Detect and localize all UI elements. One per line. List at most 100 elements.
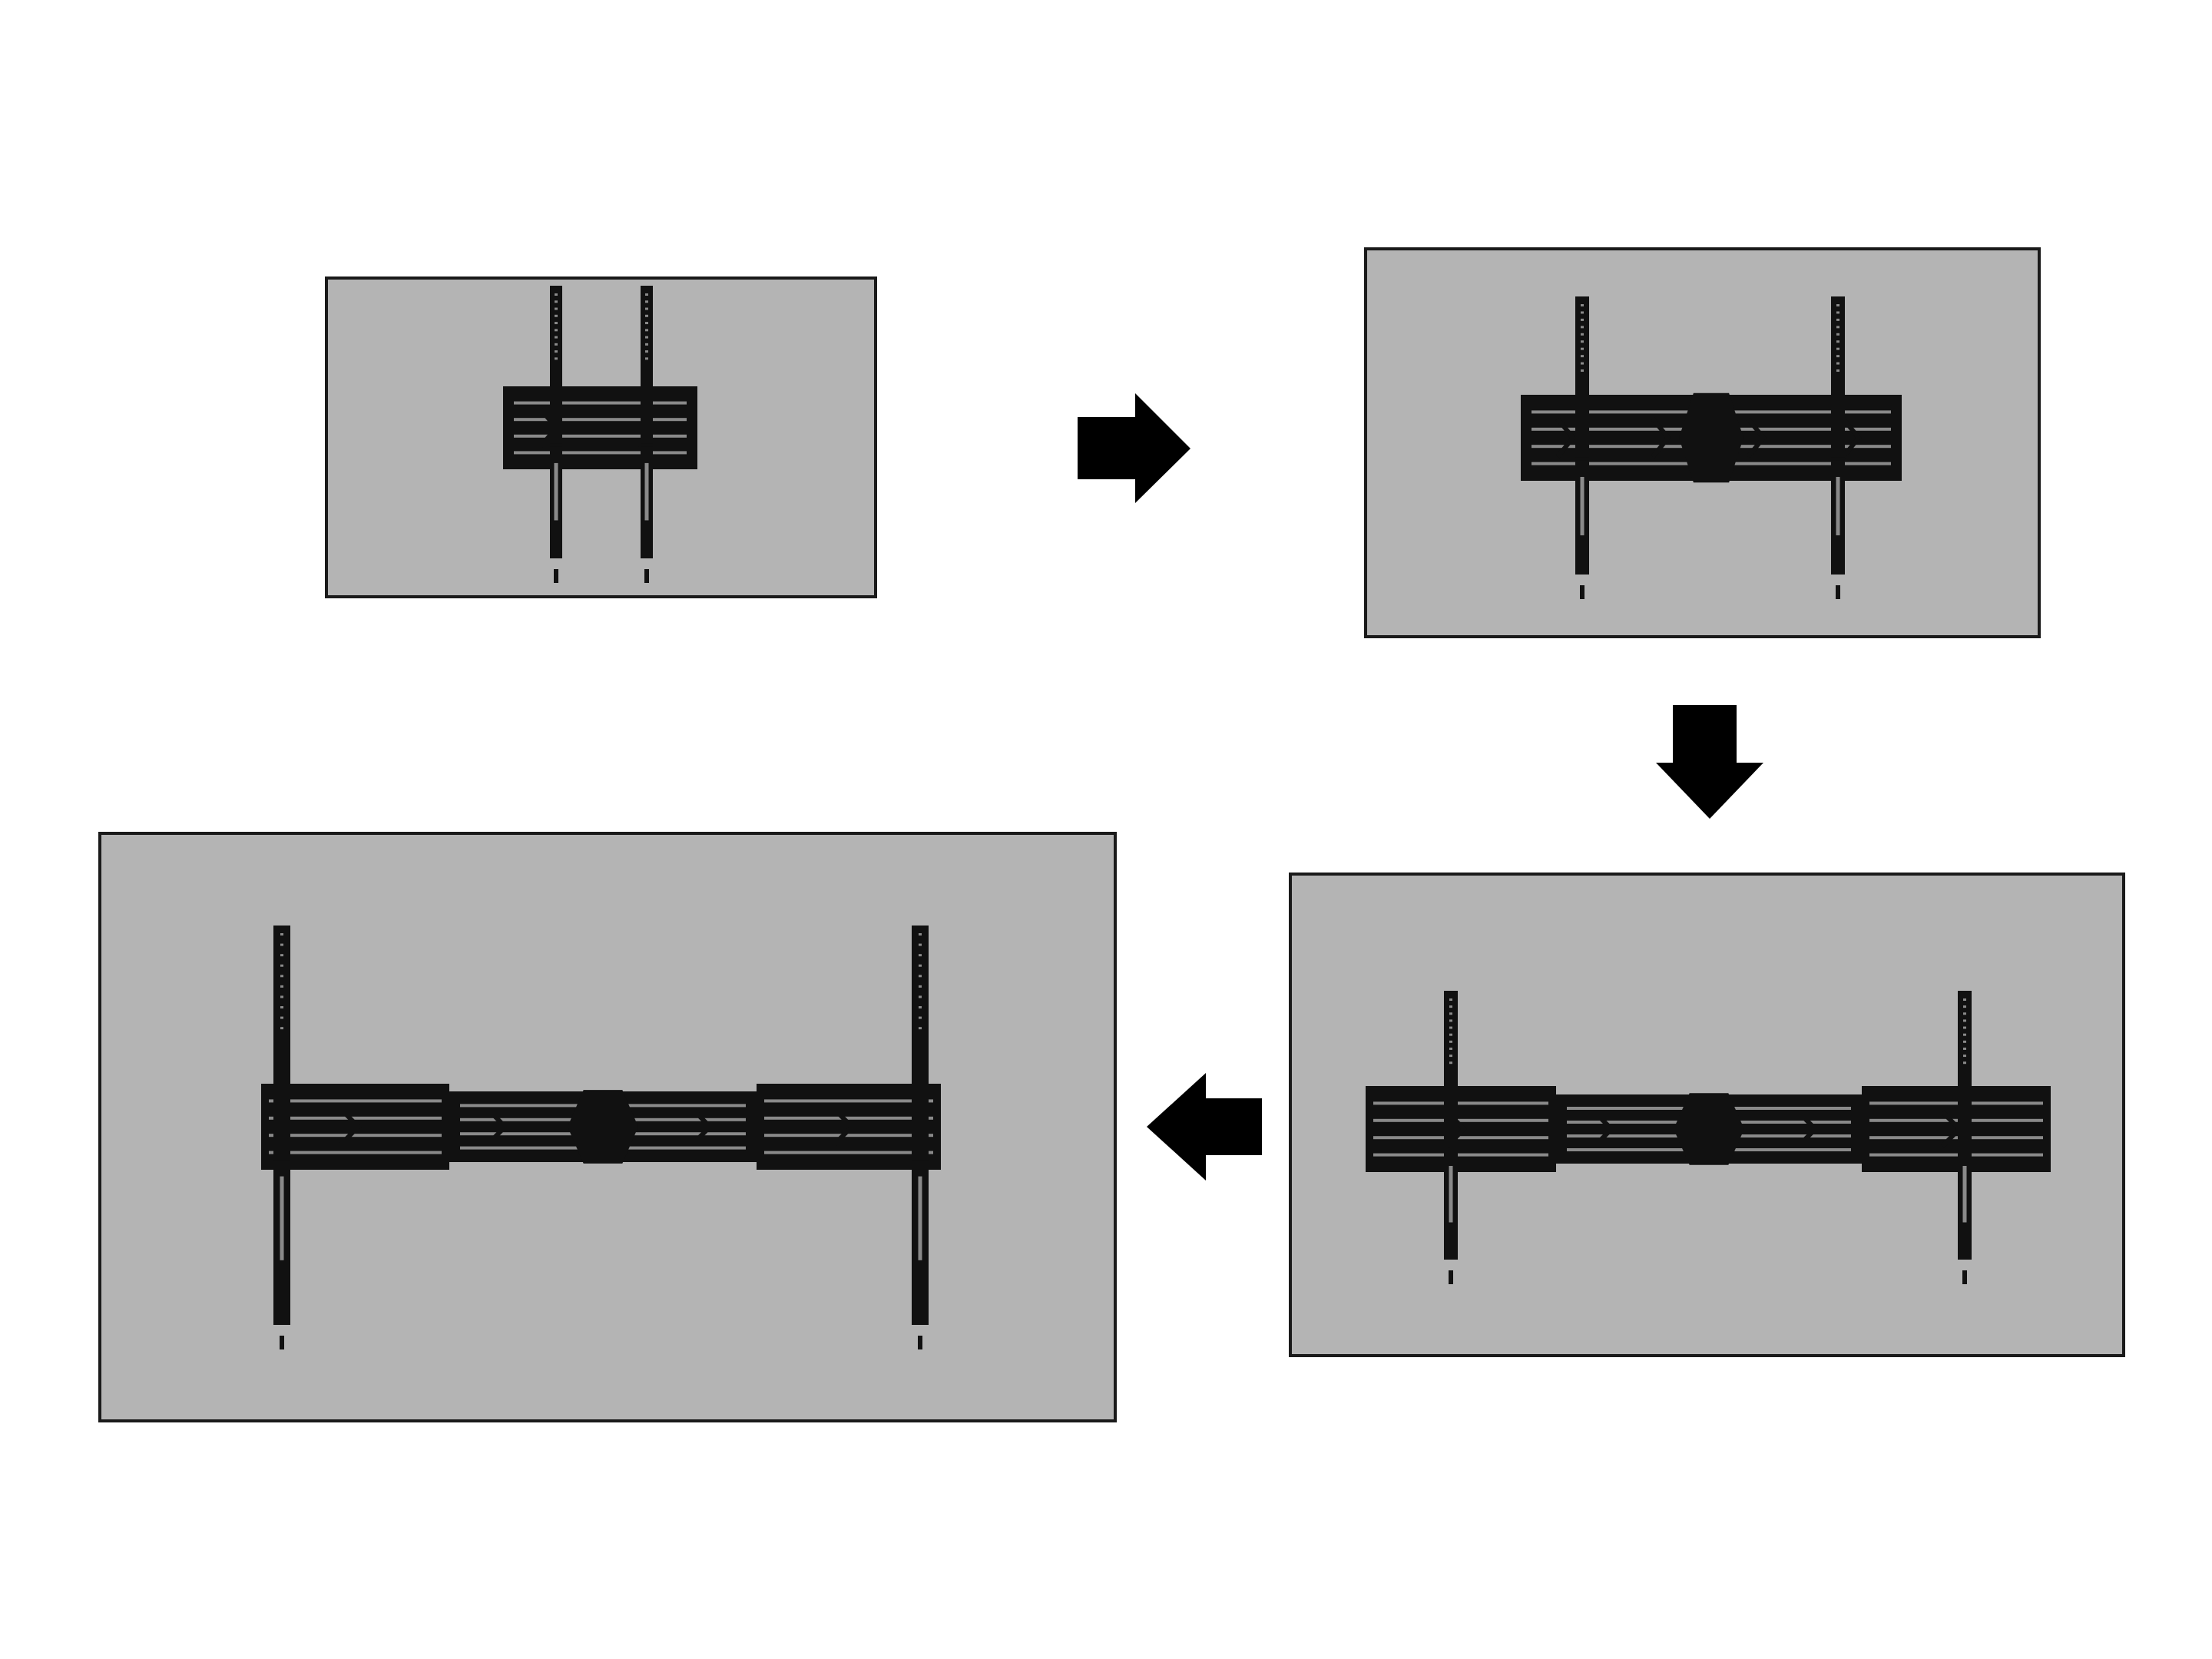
- step-3-right-arm-hole: [1963, 1047, 1966, 1050]
- step-4-plate: [449, 1090, 757, 1164]
- step-4-left-extension-rail: [269, 1134, 442, 1137]
- step-3-right-arm-hole: [1963, 1019, 1966, 1022]
- step-2-right-arm-hole: [1836, 333, 1839, 336]
- step-1-left-arm: [550, 286, 562, 583]
- step-4-left-arm-hole: [280, 1006, 283, 1009]
- step-4-right-arm-hole: [919, 964, 922, 967]
- step-4-left-arm-hole: [280, 933, 283, 935]
- step-4-left-arm: [273, 926, 290, 1349]
- step-2-left-arm-hole: [1581, 326, 1584, 329]
- step-4-plate-hub: [568, 1090, 638, 1164]
- step-3-plate-hub: [1674, 1093, 1744, 1165]
- step-4-plate-chevron: [693, 1109, 714, 1144]
- step-1-right-arm: [641, 286, 653, 583]
- step-1-right-arm-bolt: [644, 569, 649, 583]
- step-1-left-arm-bolt: [554, 569, 558, 583]
- step-3-left-arm-hole: [1449, 1012, 1452, 1015]
- step-2-left-arm-hole: [1581, 355, 1584, 358]
- step-2-left-arm-upper: [1575, 296, 1589, 458]
- step-3-plate-chevron: [1594, 1112, 1615, 1146]
- step-4-right-arm-hole: [919, 954, 922, 957]
- step-4-right-extension-chevron: [833, 1108, 856, 1146]
- step-4-right-extension-rail: [764, 1099, 933, 1103]
- step-4-right-extension-rail: [764, 1116, 933, 1120]
- step-4-right-arm-hole: [919, 1006, 922, 1009]
- step-1-right-arm-hole: [645, 357, 648, 360]
- step-3-right-arm-hole: [1963, 998, 1966, 1001]
- step-3-right-arm-hole: [1963, 1033, 1966, 1036]
- step-2-left-arm: [1575, 296, 1589, 599]
- step-3-bracket: [1366, 991, 2051, 1284]
- step-4-right-arm-hole: [919, 943, 922, 946]
- step-4-right-arm-hole: [919, 933, 922, 935]
- step-1-plate-rail: [514, 434, 687, 438]
- step-3-right-extension-rail: [1869, 1136, 2043, 1140]
- step-2-plate-hub: [1679, 392, 1743, 483]
- step-1-left-arm-upper: [550, 286, 562, 444]
- step-2-right-arm-hole: [1836, 362, 1839, 365]
- step-4-left-arm-hole: [280, 954, 283, 957]
- step-4-bracket: [261, 926, 941, 1349]
- step-2-right-arm-hole: [1836, 340, 1839, 343]
- step-4-left-arm-hole: [280, 1016, 283, 1019]
- step-1-left-arm-hole: [555, 329, 558, 332]
- step-3-right-extension-rail: [1869, 1118, 2043, 1122]
- step-4-left-arm-hole: [280, 975, 283, 978]
- step-4-right-arm-hole: [919, 985, 922, 988]
- step-1-left-arm-hole: [555, 322, 558, 325]
- step-4-right-arm-bolt: [918, 1336, 922, 1349]
- step-4-left-extension-rail: [269, 1116, 442, 1120]
- step-3-left-arm-hole: [1449, 1040, 1452, 1043]
- step-1-plate-rail: [514, 418, 687, 422]
- step-2-right-arm-hole: [1836, 326, 1839, 329]
- step-2-plate-chevron: [1651, 417, 1671, 459]
- step-3-right-extension: [1862, 1086, 2051, 1172]
- step-1-right-arm-hole: [645, 307, 648, 310]
- step-3-left-arm-hole: [1449, 1005, 1452, 1008]
- step-2-right-arm-hole: [1836, 318, 1839, 321]
- step-3-left-arm-slot: [1449, 1166, 1453, 1223]
- arrow-left-icon: [1147, 1073, 1262, 1181]
- step-3-left-arm-hole: [1449, 1019, 1452, 1022]
- step-2-right-arm-hole: [1836, 347, 1839, 350]
- step-2-right-arm-hole: [1836, 369, 1839, 373]
- step-3-right-extension-rail: [1869, 1101, 2043, 1105]
- step-2-right-arm: [1831, 296, 1845, 599]
- step-4-right-arm-slot: [918, 1176, 922, 1260]
- step-4-right-arm-hole: [919, 1027, 922, 1030]
- step-2-left-arm-hole: [1581, 333, 1584, 336]
- step-4-plate-chevron: [488, 1109, 508, 1144]
- step-3-left-arm-upper: [1444, 991, 1458, 1147]
- step-3-left-extension-rail: [1373, 1101, 1548, 1105]
- step-2-left-arm-slot: [1580, 476, 1584, 535]
- step-2-left-arm-hole: [1581, 340, 1584, 343]
- step-3-right-arm-hole: [1963, 1026, 1966, 1029]
- step-3-panel: [1289, 873, 2125, 1357]
- step-4-right-arm: [912, 926, 929, 1349]
- step-1-plate-rail: [514, 451, 687, 455]
- step-4-panel: [98, 832, 1117, 1422]
- step-3-left-arm-hole: [1449, 1033, 1452, 1036]
- step-4-right-extension-rail: [764, 1134, 933, 1137]
- step-2-plate-chevron: [1555, 417, 1576, 459]
- step-1-panel: [325, 276, 877, 598]
- step-1-left-arm-hole: [555, 336, 558, 339]
- step-3-left-arm-hole: [1449, 998, 1452, 1001]
- step-3-left-extension: [1366, 1086, 1556, 1172]
- step-2-right-arm-hole: [1836, 355, 1839, 358]
- step-3-left-extension-rail: [1373, 1118, 1548, 1122]
- step-2-left-arm-hole: [1581, 369, 1584, 373]
- step-2-left-arm-hole: [1581, 318, 1584, 321]
- step-1-right-arm-hole: [645, 336, 648, 339]
- step-4-left-extension-rail: [269, 1099, 442, 1103]
- step-2-right-arm-hole: [1836, 311, 1839, 314]
- step-2-plate-chevron: [1746, 417, 1767, 459]
- step-1-plate-frame: [503, 386, 697, 469]
- step-1-right-arm-hole: [645, 343, 648, 346]
- step-1-right-arm-hole: [645, 314, 648, 317]
- step-1-right-arm-hole: [645, 329, 648, 332]
- step-1-right-arm-hole: [645, 350, 648, 353]
- step-1-plate-rail: [514, 401, 687, 405]
- step-2-left-arm-hole: [1581, 362, 1584, 365]
